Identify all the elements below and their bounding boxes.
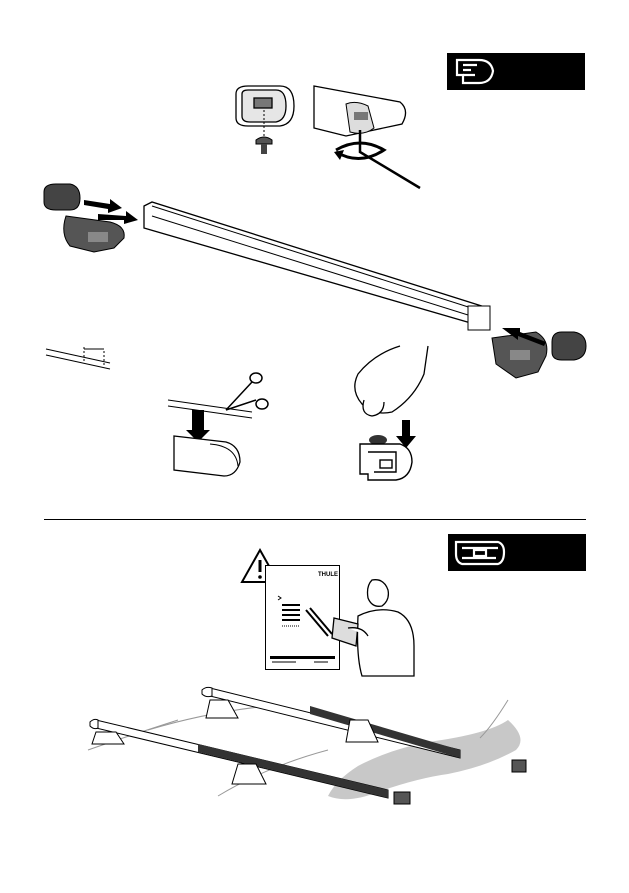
section-divider [44, 519, 586, 520]
bar-type-badge-bottom [448, 534, 586, 571]
bar-profile-section [360, 444, 412, 480]
hand-icon [355, 346, 428, 416]
press-strip-illustration [344, 344, 434, 484]
bar-assembly-illustration [40, 182, 600, 382]
wing-bar-profile-icon [448, 534, 586, 571]
cut-strip-illustration [166, 372, 276, 482]
end-cap-screw-illustration [228, 80, 428, 190]
hex-key-icon [360, 130, 420, 188]
car-roof-bars-illustration [88, 680, 538, 820]
scissors-icon [226, 373, 268, 410]
flush-bar-profile-icon [447, 53, 585, 90]
rubber-strip-detail [44, 343, 114, 373]
bar-type-badge-top [447, 53, 585, 90]
person-reading-icon [328, 576, 418, 676]
right-foot [492, 332, 586, 378]
screw-icon [256, 137, 272, 154]
